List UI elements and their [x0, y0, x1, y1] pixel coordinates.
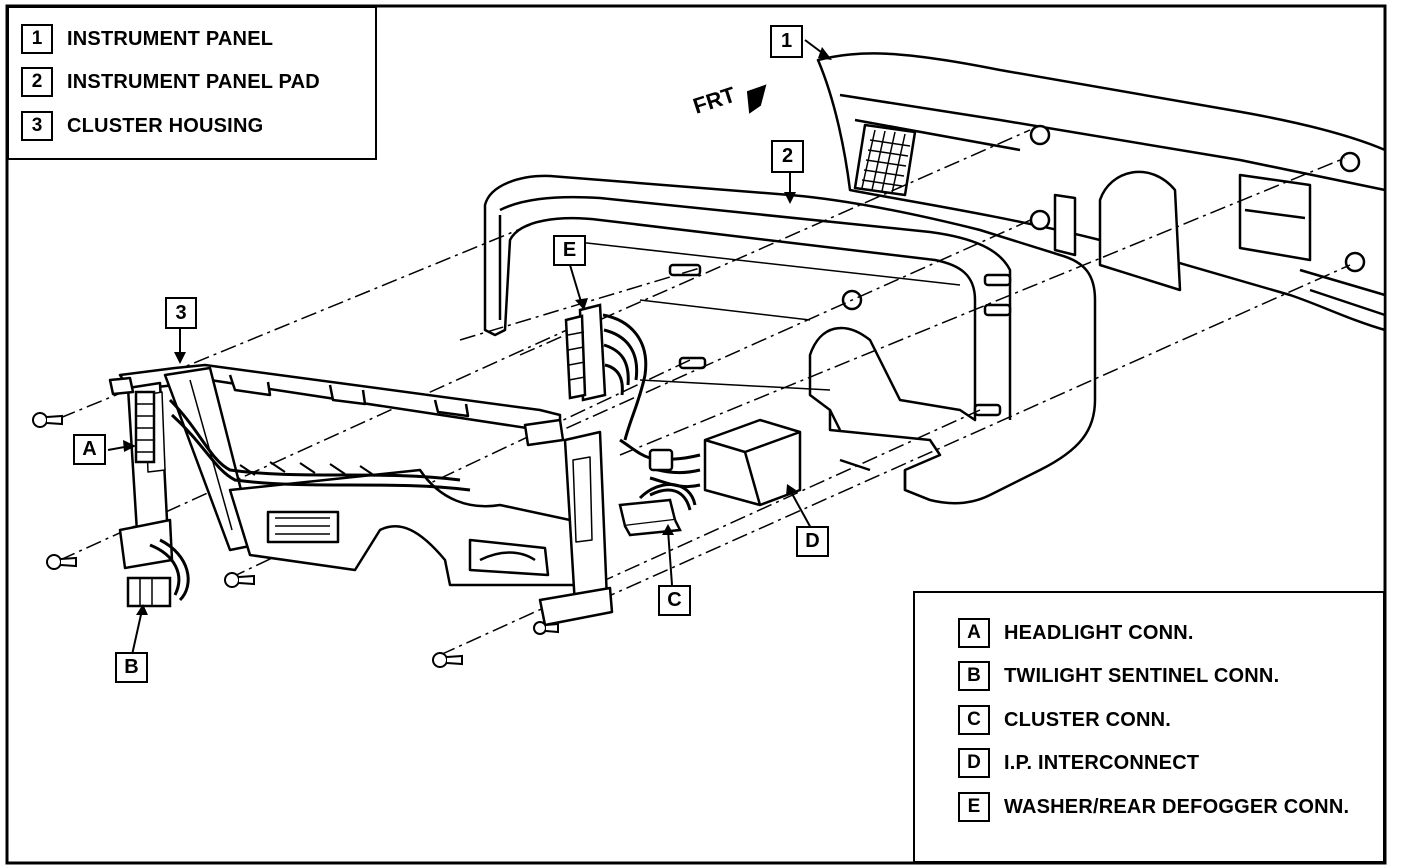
legend-key: C — [958, 705, 990, 735]
legend-row-3: 3 CLUSTER HOUSING — [21, 111, 263, 141]
cluster-connector-drawing — [618, 483, 697, 537]
legend-key: B — [958, 661, 990, 691]
legend-label: INSTRUMENT PANEL — [67, 27, 274, 50]
front-direction-arrow — [746, 84, 767, 114]
legend-row-c: C CLUSTER CONN. — [958, 705, 1171, 735]
legend-key: E — [958, 792, 990, 822]
legend-label: I.P. INTERCONNECT — [1004, 751, 1200, 774]
headlight-connector-drawing — [134, 390, 156, 464]
instrument-panel-pad-drawing — [483, 174, 1097, 505]
legend-row-d: D I.P. INTERCONNECT — [958, 748, 1199, 778]
legend-label: HEADLIGHT CONN. — [1004, 621, 1194, 644]
callout-2: 2 — [771, 140, 804, 173]
callout-e: E — [553, 235, 586, 266]
legend-row-e: E WASHER/REAR DEFOGGER CONN. — [958, 792, 1349, 822]
washer-defogger-connector-drawing — [564, 303, 648, 441]
legend-label: INSTRUMENT PANEL PAD — [67, 70, 320, 93]
legend-key: A — [958, 618, 990, 648]
callout-3: 3 — [165, 297, 197, 329]
parts-legend: 1 INSTRUMENT PANEL 2 INSTRUMENT PANEL PA… — [7, 6, 377, 160]
callout-c: C — [658, 585, 691, 616]
legend-key: D — [958, 748, 990, 778]
legend-key: 1 — [21, 24, 53, 54]
legend-label: CLUSTER CONN. — [1004, 708, 1172, 731]
fastener-screws — [32, 412, 559, 668]
instrument-panel-drawing — [816, 52, 1387, 332]
callout-1: 1 — [770, 25, 803, 58]
legend-key: 3 — [21, 111, 53, 141]
twilight-sentinel-connector-drawing — [126, 538, 190, 608]
connector-legend: A HEADLIGHT CONN. B TWILIGHT SENTINEL CO… — [913, 591, 1385, 863]
legend-label: TWILIGHT SENTINEL CONN. — [1004, 664, 1280, 687]
cluster-housing-drawing — [108, 363, 614, 627]
legend-row-a: A HEADLIGHT CONN. — [958, 618, 1194, 648]
legend-row-1: 1 INSTRUMENT PANEL — [21, 24, 273, 54]
legend-row-2: 2 INSTRUMENT PANEL PAD — [21, 67, 320, 97]
callout-b: B — [115, 652, 148, 683]
legend-row-b: B TWILIGHT SENTINEL CONN. — [958, 661, 1279, 691]
alignment-lines — [59, 129, 1351, 656]
callout-d: D — [796, 526, 829, 557]
legend-label: WASHER/REAR DEFOGGER CONN. — [1004, 795, 1350, 818]
callout-arrowheads — [123, 47, 832, 615]
diagram-frame — [5, 4, 1387, 865]
callout-a: A — [73, 434, 106, 465]
legend-key: 2 — [21, 67, 53, 97]
legend-label: CLUSTER HOUSING — [67, 114, 264, 137]
